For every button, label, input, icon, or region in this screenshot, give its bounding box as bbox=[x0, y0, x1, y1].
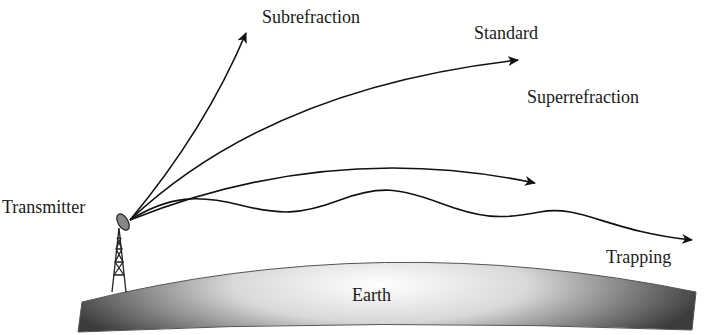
superrefraction-ray bbox=[130, 168, 535, 220]
dish-antenna bbox=[114, 212, 132, 233]
ray-label: Subrefraction bbox=[262, 8, 360, 28]
subrefraction-ray bbox=[130, 33, 246, 220]
transmitter-tower bbox=[112, 228, 126, 292]
standard-ray bbox=[130, 60, 518, 220]
trapping-ray bbox=[130, 190, 692, 240]
earth-surface bbox=[78, 262, 696, 332]
ray-label: Trapping bbox=[606, 248, 671, 268]
earth-label: Earth bbox=[352, 286, 391, 306]
ray-label: Superrefraction bbox=[527, 88, 639, 108]
transmitter-label: Transmitter bbox=[2, 198, 85, 218]
ray-label: Standard bbox=[474, 24, 538, 44]
